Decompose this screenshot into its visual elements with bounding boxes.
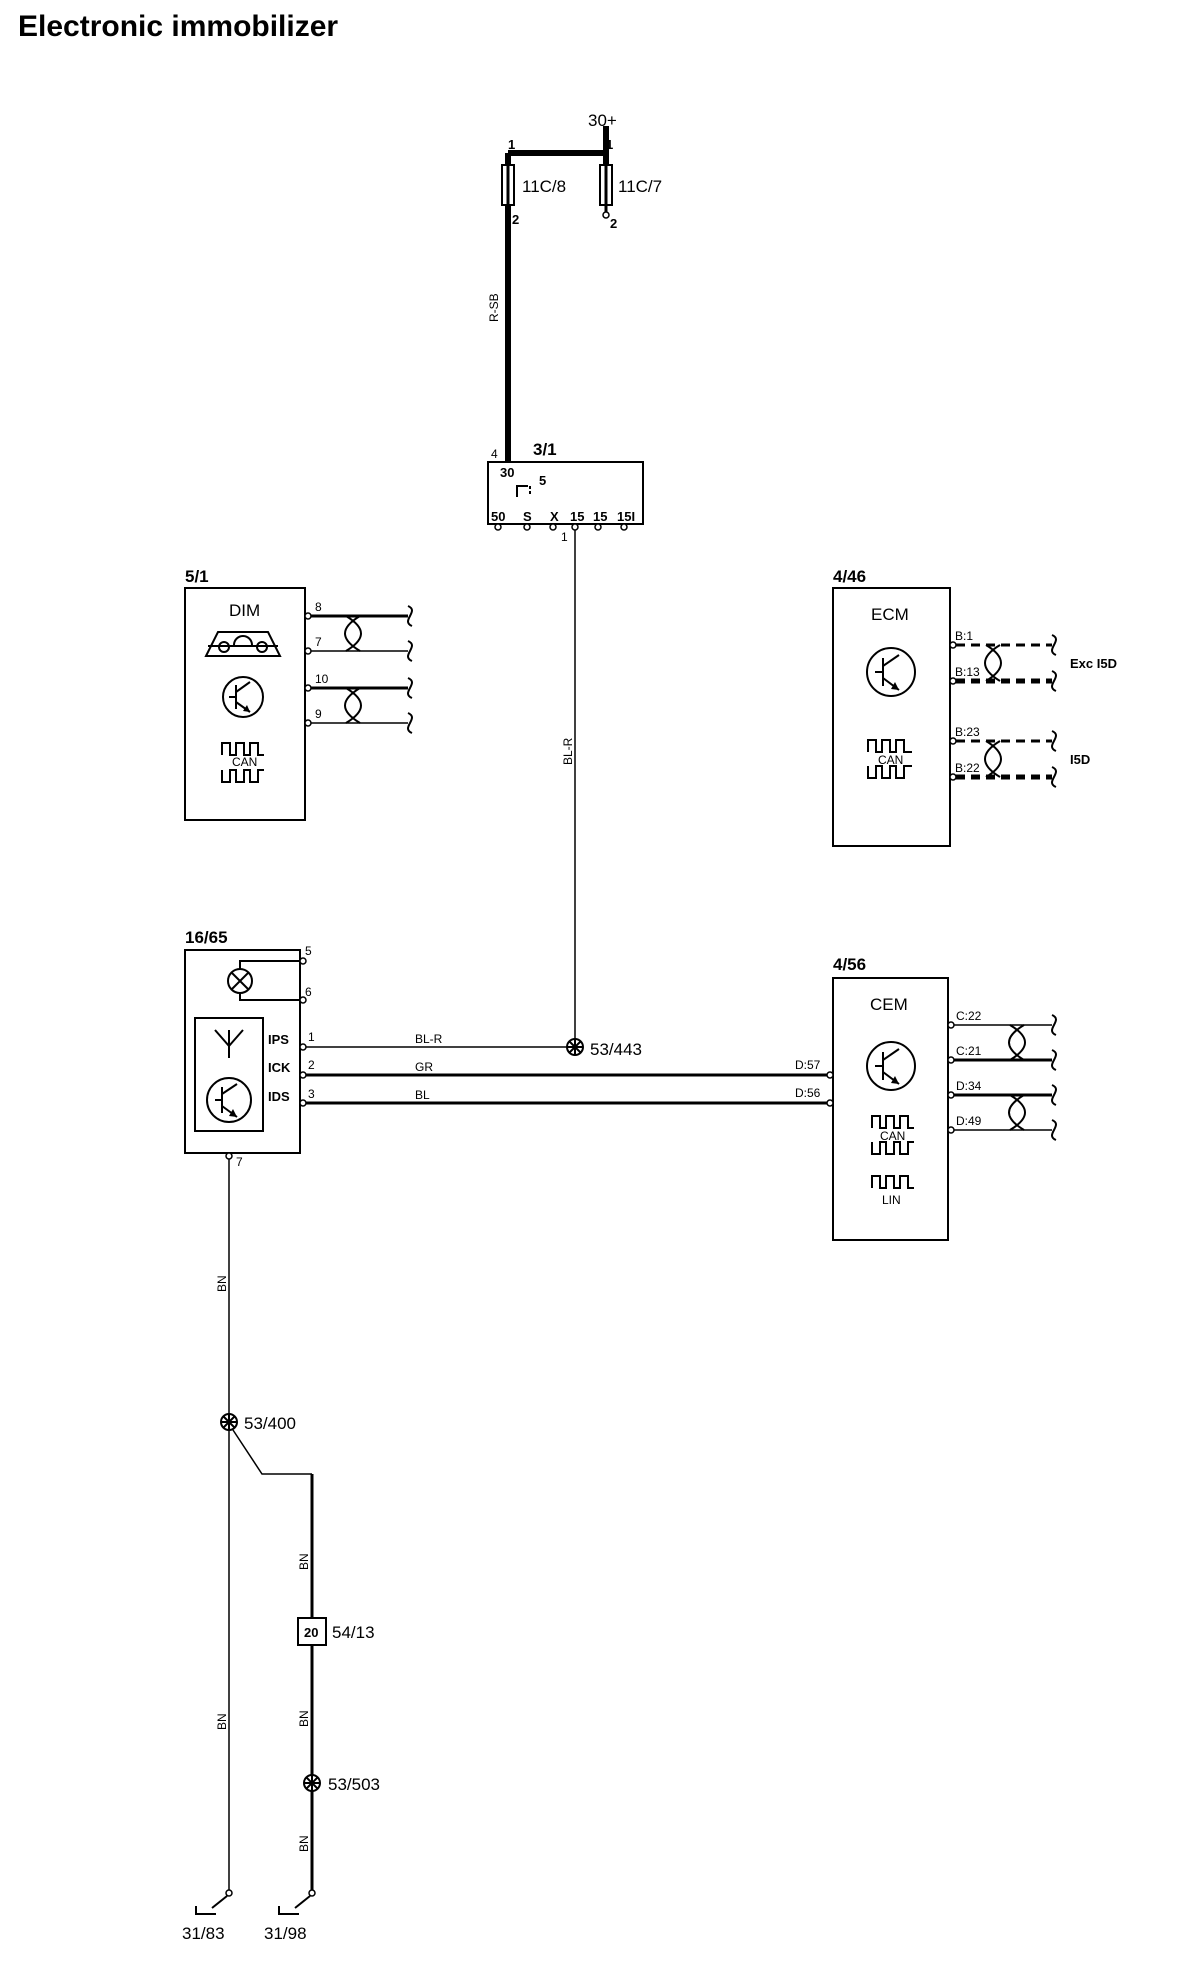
immobilizer-pin-7: 7 (236, 1155, 243, 1169)
fuse-11c7: 1 2 11C/7 (599, 137, 662, 231)
fuse-a-pin-out: 2 (512, 212, 519, 227)
transistor-icon (866, 1041, 916, 1091)
immobilizer-signal-ids: IDS (268, 1089, 290, 1104)
fuse-b-label: 11C/7 (618, 177, 662, 196)
ecm-pin-b13: B:13 (955, 665, 980, 679)
dim-pin-8: 8 (315, 600, 322, 614)
fuse-a-pin-in: 1 (508, 137, 515, 152)
immobilizer-id: 16/65 (185, 928, 228, 947)
ignition-switch-pin-in: 4 (491, 447, 498, 461)
splice-400-label: 53/400 (244, 1414, 296, 1433)
wire-bl-r-label: BL-R (561, 737, 575, 765)
immobilizer-module: 16/65 5 6 IPS ICK IDS 1 (184, 928, 830, 1169)
wire-bn-label-2: BN (215, 1713, 229, 1730)
immobilizer-signal-ips: IPS (268, 1032, 289, 1047)
splice-503-label: 53/503 (328, 1775, 380, 1794)
ignition-contact-5: 5 (539, 473, 546, 488)
can-waveform-icon (867, 739, 912, 779)
ignition-terminal-15b: 15 (593, 509, 607, 524)
transistor-icon (222, 676, 264, 718)
ecm-pin-b22: B:22 (955, 761, 980, 775)
cem-id: 4/56 (833, 955, 866, 974)
dim-can-label: CAN (232, 755, 257, 769)
wire-bn-label-5: BN (297, 1835, 311, 1852)
immobilizer-pin-5: 5 (305, 944, 312, 958)
ignition-switch-id: 3/1 (533, 440, 557, 459)
ground-31-83: 31/83 (182, 1924, 225, 1943)
dim-id: 5/1 (185, 567, 209, 586)
ignition-pin-out: 1 (561, 530, 568, 544)
cem-lin-label: LIN (882, 1193, 901, 1207)
lin-waveform-icon (871, 1175, 914, 1189)
cem-pin-d49: D:49 (956, 1114, 982, 1128)
immobilizer-signal-ick: ICK (268, 1060, 291, 1075)
connector-pin-20: 20 (304, 1625, 318, 1640)
cem-pin-d57: D:57 (795, 1058, 821, 1072)
splice-53-503: 53/503 (303, 1774, 380, 1794)
ground-31-98: 31/98 (264, 1924, 307, 1943)
dim-pin-7: 7 (315, 635, 322, 649)
immobilizer-pin-1: 1 (308, 1030, 315, 1044)
fuse-a-label: 11C/8 (522, 177, 566, 196)
ignition-switch: 3/1 4 30 5 50 S X 15 15 15I 1 BL-R (487, 440, 644, 1047)
cem-pin-d34: D:34 (956, 1079, 982, 1093)
ecm-name: ECM (871, 605, 909, 624)
ecm-note-i5d: I5D (1070, 752, 1090, 767)
can-waveform-icon (871, 1115, 914, 1155)
dim-pin-9: 9 (315, 707, 322, 721)
can-waveform-icon (221, 742, 264, 783)
cem-pin-c21: C:21 (956, 1044, 982, 1058)
fuse-11c8: 1 2 11C/8 (501, 137, 566, 227)
wire-r-sb-label: R-SB (487, 293, 501, 322)
antenna-icon (214, 1029, 244, 1058)
wire-bn-label-4: BN (297, 1710, 311, 1727)
immobilizer-pin-2: 2 (308, 1058, 315, 1072)
dim-module: 5/1 DIM CAN 8 7 10 9 (184, 567, 413, 821)
splice-53-400: 53/400 (220, 1413, 296, 1433)
ignition-terminal-x: X (550, 509, 559, 524)
ecm-pin-b23: B:23 (955, 725, 980, 739)
cem-pin-c22: C:22 (956, 1009, 982, 1023)
ecm-module: 4/46 ECM CAN B:1 B:13 B:23 B:22 (832, 567, 1117, 847)
connector-label: 54/13 (332, 1623, 375, 1642)
ecm-note-exc-i5d: Exc I5D (1070, 656, 1117, 671)
wire-bn-label-3: BN (297, 1553, 311, 1570)
splice-53-443: 53/443 (566, 1038, 642, 1059)
ground-circuit: BN 53/400 BN 31/83 BN 20 54/13 BN 53/503 (182, 1159, 380, 1943)
ignition-terminal-s: S (523, 509, 532, 524)
cem-pin-d56: D:56 (795, 1086, 821, 1100)
ecm-pin-b1: B:1 (955, 629, 973, 643)
dim-pin-10: 10 (315, 672, 329, 686)
immobilizer-pin-3: 3 (308, 1087, 315, 1101)
cem-name: CEM (870, 995, 908, 1014)
fuse-b-pin-in: 1 (606, 137, 613, 152)
transistor-icon (206, 1077, 252, 1123)
ignition-terminal-30: 30 (500, 465, 514, 480)
fuse-b-pin-out: 2 (610, 216, 617, 231)
connector-54-13: 20 54/13 (297, 1617, 375, 1646)
immobilizer-pin-6: 6 (305, 985, 312, 999)
transistor-icon (866, 647, 916, 697)
wire-ick-color: GR (415, 1060, 433, 1074)
ecm-id: 4/46 (833, 567, 866, 586)
ignition-terminal-15i: 15I (617, 509, 635, 524)
supply-label: 30+ (588, 111, 617, 130)
ignition-terminal-15a: 15 (570, 509, 584, 524)
indicator-lamp-icon (227, 960, 302, 1001)
cem-can-label: CAN (880, 1129, 905, 1143)
power-supply: 30+ 1 2 11C/8 1 2 11C/7 R-SB (487, 111, 662, 462)
wire-bn-label-1: BN (215, 1275, 229, 1292)
dim-name: DIM (229, 601, 260, 620)
ignition-terminal-50: 50 (491, 509, 505, 524)
splice-443-label: 53/443 (590, 1040, 642, 1059)
ecm-can-label: CAN (878, 753, 903, 767)
instrument-cluster-icon (204, 631, 282, 657)
wire-ids-color: BL (415, 1088, 430, 1102)
wire-ips-color: BL-R (415, 1032, 443, 1046)
diagram-title: Electronic immobilizer (18, 10, 338, 43)
cem-module: 4/56 CEM CAN LIN D:57 D:56 C:22 C:21 D:3… (795, 955, 1057, 1241)
